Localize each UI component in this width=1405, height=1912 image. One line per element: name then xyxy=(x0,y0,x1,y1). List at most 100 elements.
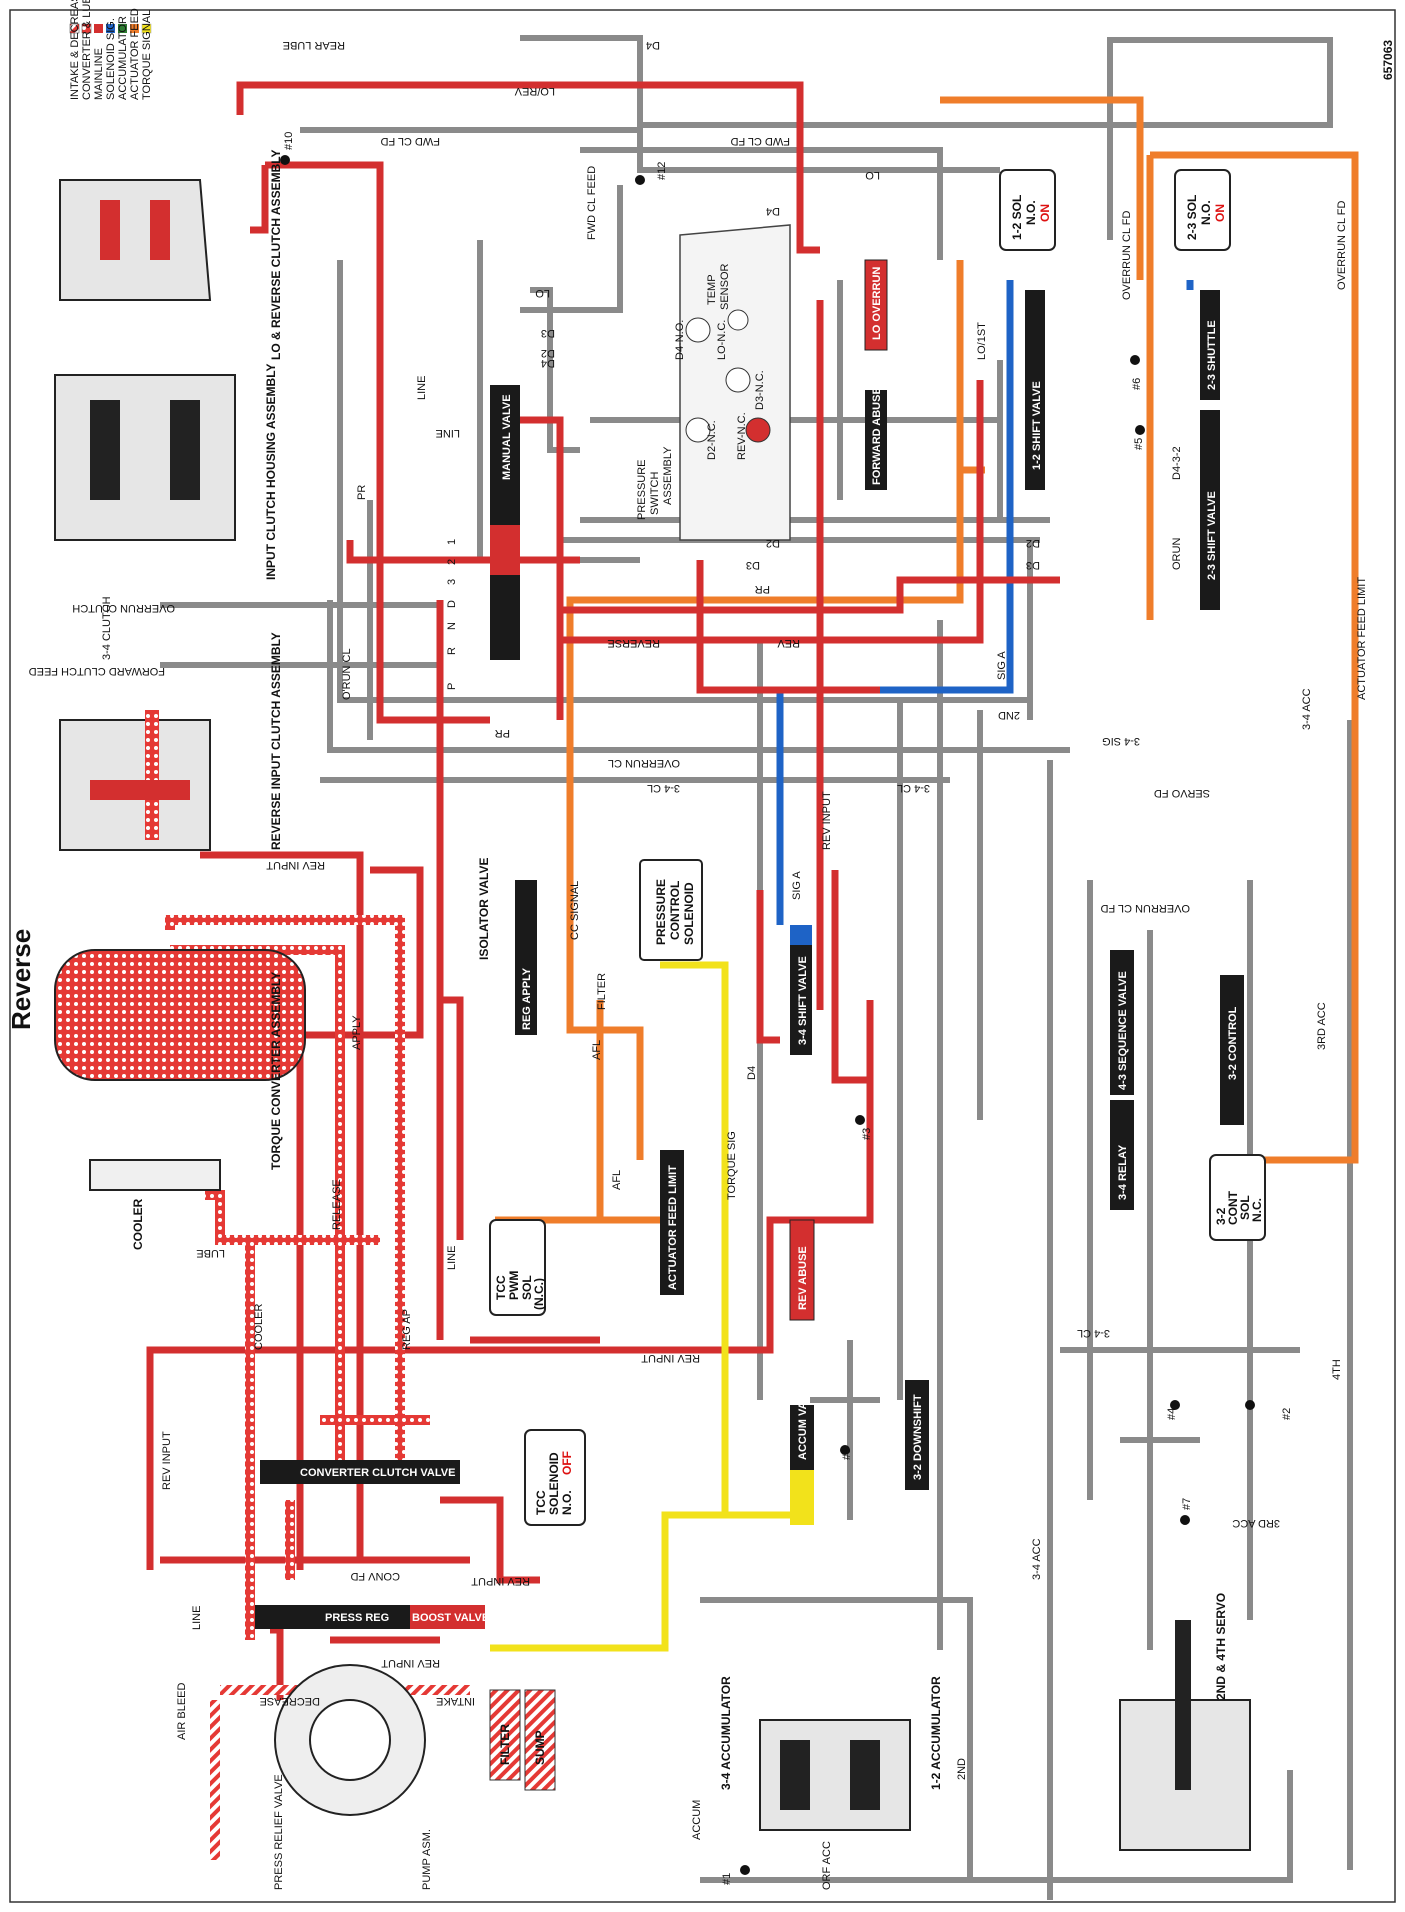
forward-abuse-valve[interactable]: FORWARD ABUSE xyxy=(865,387,887,490)
switch-label: LO-N.C. xyxy=(716,320,728,360)
label-d4-b: D4 xyxy=(766,205,780,217)
label-overrun-cl-fd: OVERRUN CL FD xyxy=(1101,902,1190,914)
sol12-type: N.O. xyxy=(1024,200,1038,225)
pressure-switch-label: SWITCH xyxy=(649,472,661,515)
label-3-4-cl-b: 3-4 CL xyxy=(897,782,930,794)
torque-converter-assembly: TORQUE CONVERTER ASSEMBLY xyxy=(54,949,306,1170)
rev-abuse-label: REV ABUSE xyxy=(797,1246,809,1310)
label-sig-a: SIG A xyxy=(791,871,803,900)
tcc-sol-state: OFF xyxy=(560,1451,574,1475)
lo-reverse-clutch-assembly: LO & REVERSE CLUTCH ASSEMBLY xyxy=(59,150,283,360)
label-torque-sig: TORQUE SIG xyxy=(726,1131,738,1200)
pressure-control-solenoid[interactable]: PRESSURE CONTROL SOLENOID xyxy=(639,859,703,961)
solenoid-2-3[interactable]: 2-3 SOL N.O. ON xyxy=(1174,169,1231,251)
label-overrun-cl-fd-c: OVERRUN CL FD xyxy=(1121,211,1133,300)
shuttle-2-3[interactable]: 2-3 SHUTTLE xyxy=(1200,290,1220,400)
label-2nd: 2ND xyxy=(998,709,1020,721)
solenoid-1-2[interactable]: 1-2 SOL N.O. ON xyxy=(999,169,1056,251)
figure-number: 657063 xyxy=(1381,40,1395,80)
torque-signal-passages xyxy=(490,961,790,1652)
switch-label: D3-N.C. xyxy=(754,370,766,410)
cooler: COOLER xyxy=(89,1159,221,1250)
gear-2: 2 xyxy=(446,559,458,565)
shift-23-label: 2-3 SHIFT VALVE xyxy=(1206,491,1218,580)
checkball-2: #2 xyxy=(1281,1408,1293,1420)
gear-1: 1 xyxy=(446,539,458,545)
label-forward-clutch-feed: FORWARD CLUTCH FEED xyxy=(29,665,165,677)
press-reg-boost-valve[interactable]: PRESS REG BOOST VALVE xyxy=(255,1605,489,1629)
downshift-valve-3-2[interactable]: 3-2 DOWNSHIFT xyxy=(905,1380,929,1490)
tcc-solenoid[interactable]: TCC SOLENOID N.O. OFF xyxy=(524,1429,586,1526)
legend-label: CONVERTER & LUBE xyxy=(81,0,93,100)
label-d2-b: D2 xyxy=(766,537,780,549)
accum-valve[interactable]: ACCUM VALVE xyxy=(790,1381,814,1525)
label-apply: APPLY xyxy=(351,1015,363,1050)
label-rear-lube: REAR LUBE xyxy=(283,39,345,51)
tcc-pwm-solenoid[interactable]: TCC PWM SOL (N.C.) xyxy=(489,1219,546,1316)
label-3-4-cl: 3-4 CL xyxy=(647,782,680,794)
switch-label: D4-N.O. xyxy=(674,320,686,360)
label-reverse: REVERSE xyxy=(607,637,660,649)
gear-n: N xyxy=(446,622,458,630)
actuator-feed-limit-valve[interactable]: ACTUATOR FEED LIMIT xyxy=(660,1150,684,1295)
label-fwd-cl-fd-2: FWD CL FD xyxy=(730,135,790,147)
afl-label: ACTUATOR FEED LIMIT xyxy=(667,1165,679,1290)
diagram-frame xyxy=(9,9,1396,1903)
label-oruncl: O'RUN CL xyxy=(341,648,353,700)
label-d3-c: D3 xyxy=(1026,559,1040,571)
checkball-6: #6 xyxy=(1131,378,1143,390)
label-rev-input-c: REV INPUT xyxy=(641,1352,700,1364)
checkball-8: #8 xyxy=(841,1448,853,1460)
label-fwd-cl-feed: FWD CL FEED xyxy=(586,166,598,240)
legend-label: SOLENOID SIG. xyxy=(105,18,117,100)
label-3-4-cl-c: 3-4 CL xyxy=(1077,1327,1110,1339)
pump-label: PUMP ASM. xyxy=(421,1829,433,1890)
label-cc-signal: CC SIGNAL xyxy=(569,881,581,940)
label-intake: INTAKE xyxy=(436,1695,475,1707)
label-pr: PR xyxy=(356,485,368,500)
converter-clutch-valve[interactable]: CONVERTER CLUTCH VALVE xyxy=(260,1460,460,1484)
label-lo-b: LO xyxy=(535,287,550,299)
control-valve-3-2[interactable]: 3-2 CONTROL xyxy=(1220,975,1244,1125)
label-air-bleed: AIR BLEED xyxy=(176,1682,188,1740)
label-d3: D3 xyxy=(541,327,555,339)
label-d2: D2 xyxy=(541,347,555,359)
tcc-pwm-label: TCC xyxy=(494,1275,508,1300)
cooler-label: COOLER xyxy=(131,1198,145,1250)
sequence-valve-4-3[interactable]: 4-3 SEQUENCE VALVE xyxy=(1110,950,1134,1095)
label-rev-input-b: REV INPUT xyxy=(821,791,833,850)
label-conv-fd: CONV FD xyxy=(350,1570,400,1582)
tcc-pwm-label: PWM xyxy=(507,1271,521,1300)
reverse-input-clutch-assembly: REVERSE INPUT CLUTCH ASSEMBLY xyxy=(59,632,283,851)
boost-label: BOOST VALVE xyxy=(412,1612,489,1624)
label-line-b: LINE xyxy=(446,1246,458,1270)
label-reg-ap: REG AP xyxy=(401,1309,413,1350)
gear-d: D xyxy=(446,600,458,608)
lo-overrun-valve[interactable]: LO OVERRUN xyxy=(864,259,888,351)
lo-overrun-label: LO OVERRUN xyxy=(871,267,883,340)
legend: INTAKE & DECREASE CONVERTER & LUBE MAINL… xyxy=(69,0,153,100)
accumulators: 3-4 ACCUMULATOR 1-2 ACCUMULATOR xyxy=(719,1676,943,1831)
pressure-switch-label: PRESSURE xyxy=(636,459,648,520)
reg-apply-label: REG APPLY xyxy=(521,967,533,1030)
shift-valve-2-3[interactable]: 2-3 SHIFT VALVE xyxy=(1200,410,1220,610)
cont32-label: 3-2 xyxy=(1214,1207,1228,1225)
manual-valve[interactable]: MANUAL VALVE xyxy=(490,385,520,660)
label-rev-input: REV INPUT xyxy=(266,859,325,871)
label-afl-b: AFL xyxy=(611,1170,623,1190)
checkballs: #12 #10 #6 #5 #3 #4 #2 #7 #8 #1 xyxy=(280,132,1293,1885)
isolator-valve[interactable]: ISOLATOR VALVE REG APPLY xyxy=(477,858,537,1035)
rev-abuse-valve[interactable]: REV ABUSE xyxy=(789,1219,815,1321)
label-d4-c: D4 xyxy=(541,357,555,369)
forward-abuse-label: FORWARD ABUSE xyxy=(871,387,883,485)
control-solenoid-3-2[interactable]: 3-2 CONT SOL N.C. xyxy=(1209,1154,1266,1241)
label-3rd-acc-b: 3RD ACC xyxy=(1316,1002,1328,1050)
label-filter: FILTER xyxy=(596,973,608,1010)
label-3-4-acc: 3-4 ACC xyxy=(1031,1538,1043,1580)
label-lo-rev: LO/REV xyxy=(514,85,555,97)
relay-3-4[interactable]: 3-4 RELAY xyxy=(1110,1100,1134,1210)
label-3rd-acc: 3RD ACC xyxy=(1232,1517,1280,1529)
temp-sensor-label: TEMP xyxy=(706,274,718,305)
shift-valve-1-2[interactable]: 1-2 SHIFT VALVE xyxy=(1025,290,1045,490)
shift-valve-3-4[interactable]: 3-4 SHIFT VALVE xyxy=(790,925,812,1055)
